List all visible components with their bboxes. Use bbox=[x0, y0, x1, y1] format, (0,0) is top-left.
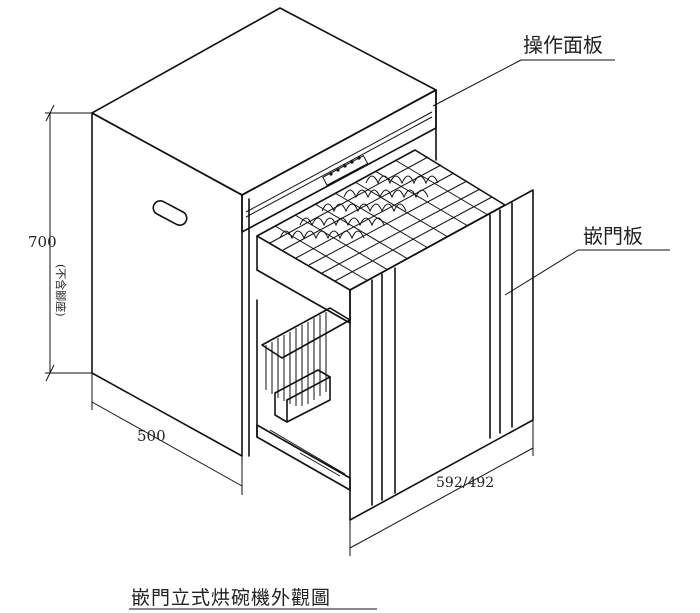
width-value: 592/492 bbox=[436, 475, 494, 491]
depth-value: 500 bbox=[137, 427, 166, 445]
height-dimension bbox=[45, 104, 92, 382]
operation-panel bbox=[241, 89, 437, 233]
depth-dimension bbox=[91, 373, 243, 495]
dish-rack bbox=[256, 149, 506, 491]
height-note: (不含腳座) bbox=[54, 264, 68, 317]
door-panel-label: 嵌門板 bbox=[583, 224, 643, 248]
side-handle bbox=[152, 200, 188, 226]
height-value: 700 bbox=[28, 233, 57, 251]
callout-operation-panel bbox=[432, 59, 615, 107]
door-panel bbox=[349, 189, 534, 521]
callout-door-panel bbox=[504, 249, 670, 296]
operation-panel-label: 操作面板 bbox=[523, 33, 603, 57]
diagram-caption: 嵌門立式烘碗機外觀圖 bbox=[131, 587, 331, 609]
width-dimension bbox=[349, 420, 534, 556]
